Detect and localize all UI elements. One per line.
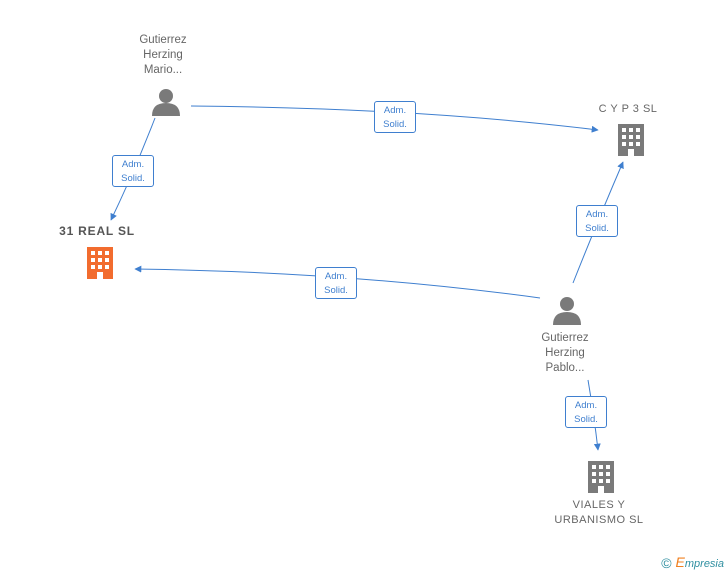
edge-label-line: Adm. [585, 209, 609, 220]
edge-label-line: Solid. [383, 119, 407, 130]
company-name-viales[interactable]: VIALES Y URBANISMO SL [543, 498, 655, 528]
edge-label-mario-cyp3: Adm. Solid. [374, 101, 416, 133]
name-line: Gutierrez [541, 332, 589, 344]
edge-label-mario-31real: Adm. Solid. [112, 155, 154, 187]
edge-label-line: Adm. [383, 105, 407, 116]
edge-label-line: Adm. [324, 271, 348, 282]
company-name-cyp3[interactable]: C Y P 3 SL [578, 102, 678, 117]
person-icon-mario[interactable] [152, 89, 180, 116]
edge-label-pablo-cyp3: Adm. Solid. [576, 205, 618, 237]
name-line: Gutierrez [139, 34, 187, 46]
name-line: VIALES Y [572, 499, 626, 511]
company-name-31real[interactable]: 31 REAL SL [47, 224, 147, 239]
edge-label-line: Solid. [324, 285, 348, 296]
brand-initial: E [675, 554, 685, 570]
building-icon-31real[interactable] [87, 247, 113, 279]
edge-label-pablo-viales: Adm. Solid. [565, 396, 607, 428]
name-line: Herzing [143, 49, 183, 61]
company-name-text: 31 REAL SL [59, 224, 135, 238]
building-icon-viales[interactable] [588, 461, 614, 493]
person-icon-pablo[interactable] [553, 297, 581, 325]
brand-name: mpresia [684, 558, 724, 570]
edge-label-line: Solid. [585, 223, 609, 234]
copyright-icon: © [661, 555, 672, 571]
edge-label-pablo-31real: Adm. Solid. [315, 267, 357, 299]
company-name-text: C Y P 3 SL [598, 103, 658, 115]
person-name-pablo[interactable]: Gutierrez Herzing Pablo... [515, 331, 615, 376]
building-icon-cyp3[interactable] [618, 124, 644, 156]
name-line: Herzing [545, 347, 585, 359]
name-line: URBANISMO SL [554, 514, 644, 526]
empresia-credit[interactable]: ©Empresia [661, 554, 724, 571]
name-line: Mario... [143, 64, 183, 76]
edge-label-line: Adm. [121, 159, 145, 170]
edge-label-line: Adm. [574, 400, 598, 411]
name-line: Pablo... [545, 362, 585, 374]
edge-label-line: Solid. [574, 414, 598, 425]
edge-label-line: Solid. [121, 173, 145, 184]
person-name-mario[interactable]: Gutierrez Herzing Mario... [113, 33, 213, 78]
